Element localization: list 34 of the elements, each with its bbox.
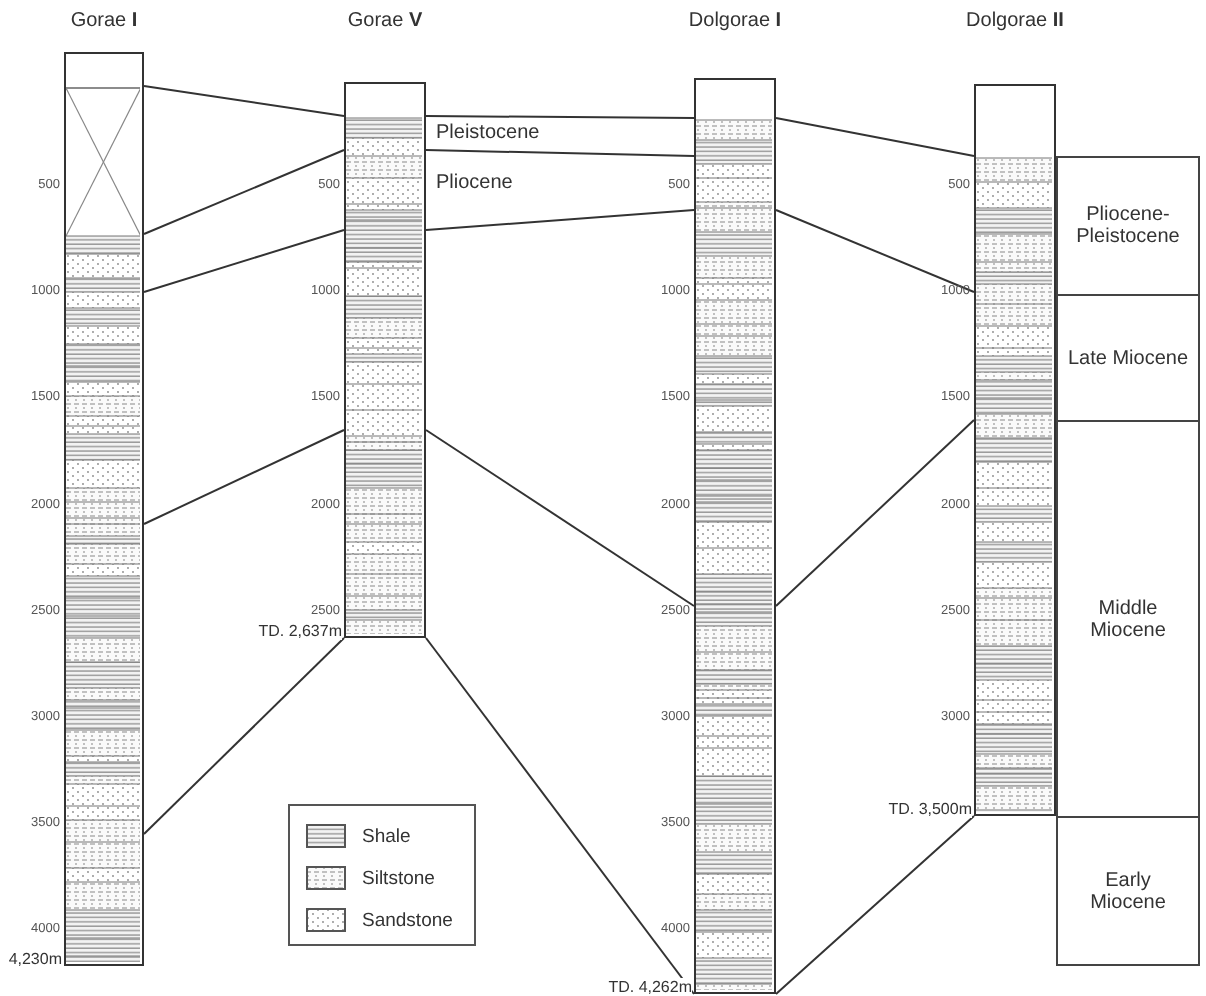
- correlation-line: [143, 637, 345, 835]
- epoch-box: [1056, 156, 1200, 296]
- correlation-line: [425, 149, 695, 157]
- correlation-line: [775, 209, 975, 293]
- correlation-line: [143, 85, 345, 117]
- epoch-box: [1056, 294, 1200, 422]
- correlation-line: [143, 149, 345, 235]
- total-depth-label: TD. 3,500m: [888, 800, 972, 818]
- correlation-line: [425, 429, 695, 607]
- legend-label: Shale: [362, 825, 411, 847]
- epoch-box: [1056, 420, 1200, 818]
- epoch-name: Early Miocene: [1088, 869, 1168, 913]
- total-depth-label: TD. 4,262m: [608, 978, 692, 996]
- correlation-line: [143, 429, 345, 525]
- correlation-line: [143, 229, 345, 293]
- well-name: Dolgorae II: [966, 10, 1064, 32]
- correlation-line: [775, 419, 975, 607]
- epoch-name: Middle Miocene: [1088, 597, 1168, 641]
- well-name: Gorae I: [70, 10, 138, 32]
- correlation-line: [775, 815, 975, 995]
- correlation-line: [425, 115, 695, 119]
- total-depth-label: TD. 2,637m: [258, 622, 342, 640]
- epoch-box: [1056, 816, 1200, 966]
- legend-label: Siltstone: [362, 867, 435, 889]
- epoch-label: Pliocene: [436, 172, 513, 194]
- epoch-name: Late Miocene: [1065, 347, 1191, 369]
- correlation-line: [775, 117, 975, 157]
- epoch-name: Pliocene- Pleistocene: [1074, 204, 1182, 248]
- correlation-line: [425, 209, 695, 231]
- epoch-label: Pleistocene: [436, 122, 540, 144]
- well-name: Gorae V: [347, 10, 423, 32]
- total-depth-label: 4,230m: [8, 950, 62, 968]
- well-name: Dolgorae I: [688, 10, 782, 32]
- legend-label: Sandstone: [362, 909, 453, 931]
